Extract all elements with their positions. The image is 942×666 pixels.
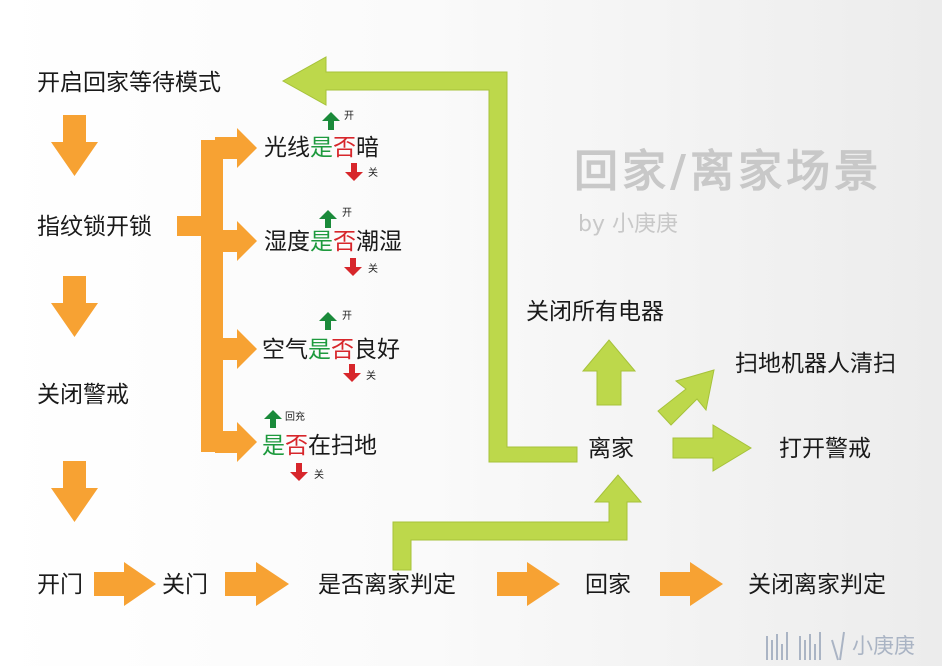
author: by 小庚庚 — [578, 212, 678, 237]
condition-predicate: 潮湿 — [356, 229, 402, 255]
no-label: 否 — [285, 433, 308, 459]
diagonal-arrow — [657, 369, 715, 426]
wait-mode-step: 开启回家等待模式 — [37, 70, 221, 96]
on-label: 开 — [342, 311, 352, 322]
close-door-step: 关门 — [162, 572, 208, 598]
right-arrow — [94, 562, 156, 606]
leave-node: 离家 — [588, 436, 634, 462]
right-arrow — [225, 562, 289, 606]
arm-step: 打开警戒 — [779, 436, 871, 462]
right-arrow — [660, 562, 723, 606]
right-arrow — [497, 562, 560, 606]
off-label: 关 — [368, 264, 378, 275]
watermark-logo — [766, 631, 845, 661]
condition-subject: 空气 — [262, 337, 308, 363]
condition-light: 光线是否暗 — [264, 137, 379, 160]
home-step: 回家 — [585, 572, 631, 598]
disable-away-decision-step: 关闭离家判定 — [748, 572, 886, 598]
disarm-step: 关闭警戒 — [37, 382, 129, 408]
no-label: 否 — [333, 135, 356, 161]
watermark-text: 小庚庚 — [852, 634, 915, 658]
down-indicators — [290, 163, 363, 481]
off-label: 关 — [366, 371, 376, 382]
yes-label: 是 — [310, 135, 333, 161]
condition-predicate: 在扫地 — [308, 433, 377, 459]
condition-subject: 湿度 — [264, 229, 310, 255]
condition-air: 空气是否良好 — [262, 339, 400, 362]
no-label: 否 — [333, 229, 356, 255]
down-arrow — [51, 276, 98, 337]
condition-subject: 光线 — [264, 135, 310, 161]
turn-off-appliances-step: 关闭所有电器 — [526, 299, 664, 325]
return-loop-arrow — [281, 56, 578, 463]
fingerprint-unlock-step: 指纹锁开锁 — [37, 214, 152, 240]
on-label: 开 — [342, 208, 352, 219]
condition-humidity: 湿度是否潮湿 — [264, 231, 402, 254]
down-arrow — [51, 115, 98, 176]
down-arrow — [51, 461, 98, 522]
condition-sweeping: 是否在扫地 — [262, 435, 377, 458]
off-label: 关 — [368, 168, 378, 179]
up-arrow — [581, 339, 637, 406]
open-door-step: 开门 — [37, 572, 83, 598]
yes-label: 是 — [262, 433, 285, 459]
yes-label: 是 — [308, 337, 331, 363]
condition-predicate: 暗 — [356, 135, 379, 161]
condition-predicate: 良好 — [354, 337, 400, 363]
up-indicators — [264, 112, 340, 428]
away-decision-step: 是否离家判定 — [318, 572, 456, 598]
right-arrow — [672, 424, 752, 472]
on-label: 开 — [344, 111, 354, 122]
recharge-label: 回充 — [285, 412, 305, 423]
page-title: 回家/离家场景 — [574, 146, 883, 197]
no-label: 否 — [331, 337, 354, 363]
robot-vacuum-step: 扫地机器人清扫 — [735, 351, 896, 377]
decision-to-leave-arrow — [392, 474, 643, 571]
condition-bracket — [177, 128, 257, 462]
off-label: 关 — [314, 470, 324, 481]
yes-label: 是 — [310, 229, 333, 255]
